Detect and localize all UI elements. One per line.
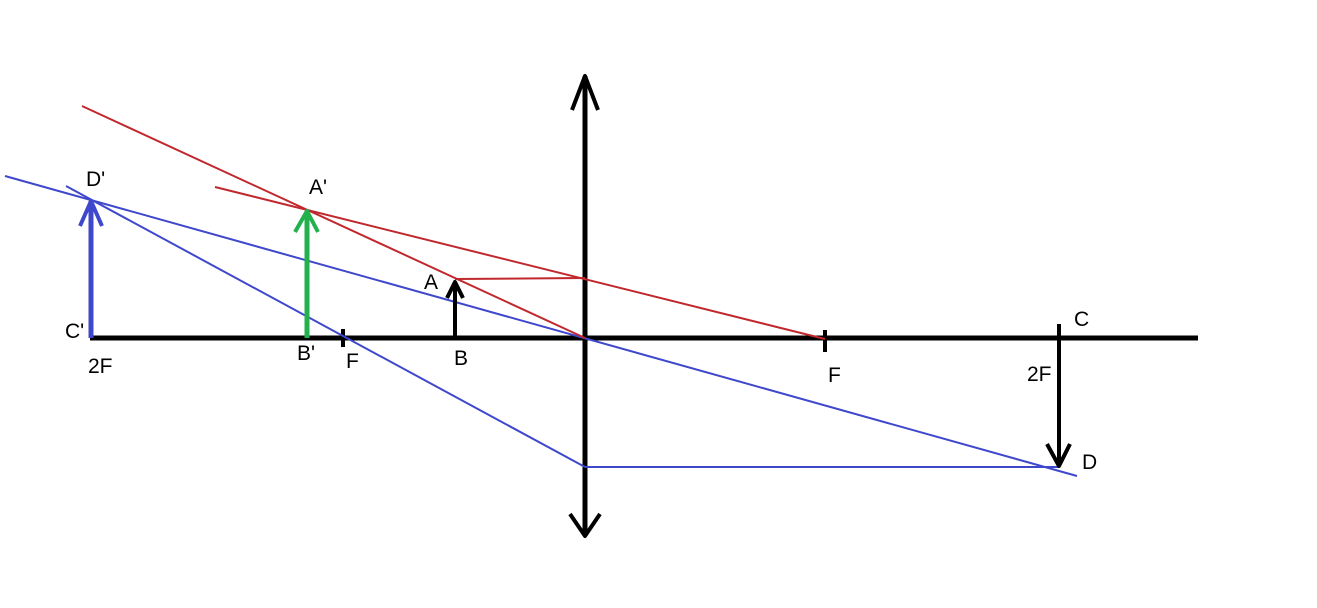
label-c: C [1074,308,1089,331]
object-cd-arrowhead [1045,443,1072,468]
label-d: D [1082,451,1097,474]
label-d-prime: D' [86,168,105,191]
red-rays [81,105,826,340]
label-a: A [424,271,438,294]
label-f-right: F [828,364,841,387]
label-b: B [454,347,468,370]
blue-rays [4,175,1078,477]
red-ray-through-focus [214,186,826,340]
label-2f-left: 2F [88,355,113,378]
label-2f-right: 2F [1027,363,1052,386]
red-ray-through-center [81,105,586,339]
lens-top-arrowhead [570,74,600,111]
image-ab-arrowhead [293,209,320,233]
label-b-prime: B' [297,342,315,365]
label-a-prime: A' [309,176,327,199]
red-ray-parallel [454,277,586,280]
blue-ray-through-center [4,175,1078,477]
lens-bottom-arrowhead [568,512,602,538]
label-c-prime: C' [65,320,84,343]
blue-ray-through-focus [65,185,586,468]
object-ab-arrowhead [445,280,465,299]
image-cd-arrowhead [78,199,104,227]
label-f-left: F [346,350,359,373]
